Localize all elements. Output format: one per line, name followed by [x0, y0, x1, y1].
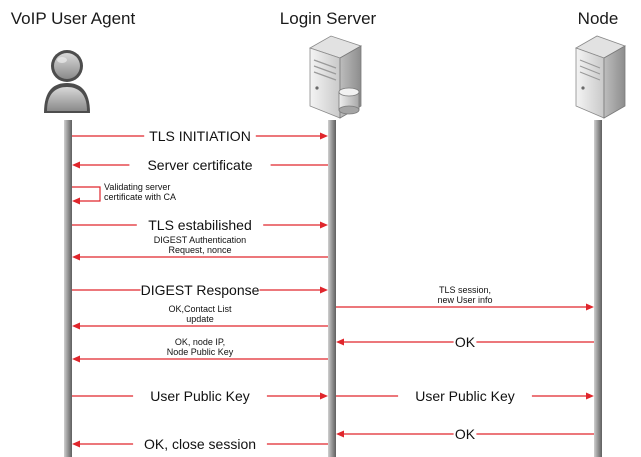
message-caption-line: OK, node IP,	[175, 337, 225, 347]
message-label: DIGEST Response	[141, 282, 260, 298]
message-server-certificate: Server certificate	[72, 156, 328, 173]
actor-label-node: Node	[578, 9, 619, 28]
message-label: OK, close session	[144, 436, 256, 452]
lifeline-agent	[64, 120, 72, 457]
message-label: TLS estabilished	[148, 217, 252, 233]
message-user-public-key-to-node: User Public Key	[336, 387, 594, 404]
message-label: User Public Key	[415, 388, 515, 404]
message-digest-response: DIGEST Response	[72, 281, 328, 298]
message-caption-line: new User info	[437, 295, 492, 305]
message-tls-session-new-user-info: TLS session,new User info	[336, 285, 594, 311]
message-label: TLS INITIATION	[149, 128, 251, 144]
message-user-public-key-to-login: User Public Key	[72, 387, 328, 404]
message-label: Server certificate	[147, 157, 252, 173]
lifeline-node	[594, 120, 602, 457]
message-ok-close-session: OK, close session	[72, 435, 328, 452]
message-caption-line: update	[186, 314, 214, 324]
message-ok-node: OK	[336, 333, 594, 350]
message-list: TLS INITIATION Server certificateValidati…	[72, 127, 594, 452]
message-caption-line: DIGEST Authentication	[154, 235, 246, 245]
message-caption-line: OK,Contact List	[168, 304, 232, 314]
message-label: OK	[455, 426, 476, 442]
message-tls-established: TLS estabilished	[72, 216, 328, 233]
message-label: OK	[455, 334, 476, 350]
server-icon	[575, 35, 626, 119]
message-caption-line: Request, nonce	[168, 245, 231, 255]
actor-label-login-server: Login Server	[280, 9, 377, 28]
message-tls-initiation: TLS INITIATION	[72, 127, 328, 144]
message-caption-line: TLS session,	[439, 285, 491, 295]
message-text-line: certificate with CA	[104, 192, 176, 202]
person-icon	[44, 50, 90, 113]
message-ok-node-ip-public-key: OK, node IP,Node Public Key	[72, 337, 328, 363]
message-label: User Public Key	[150, 388, 250, 404]
message-text-line: Validating server	[104, 182, 170, 192]
message-ok-node-final: OK	[336, 425, 594, 442]
lifeline-login-server	[328, 120, 336, 457]
message-caption-line: Node Public Key	[167, 347, 234, 357]
server-database-icon	[309, 35, 362, 119]
actor-label-agent: VoIP User Agent	[11, 9, 136, 28]
